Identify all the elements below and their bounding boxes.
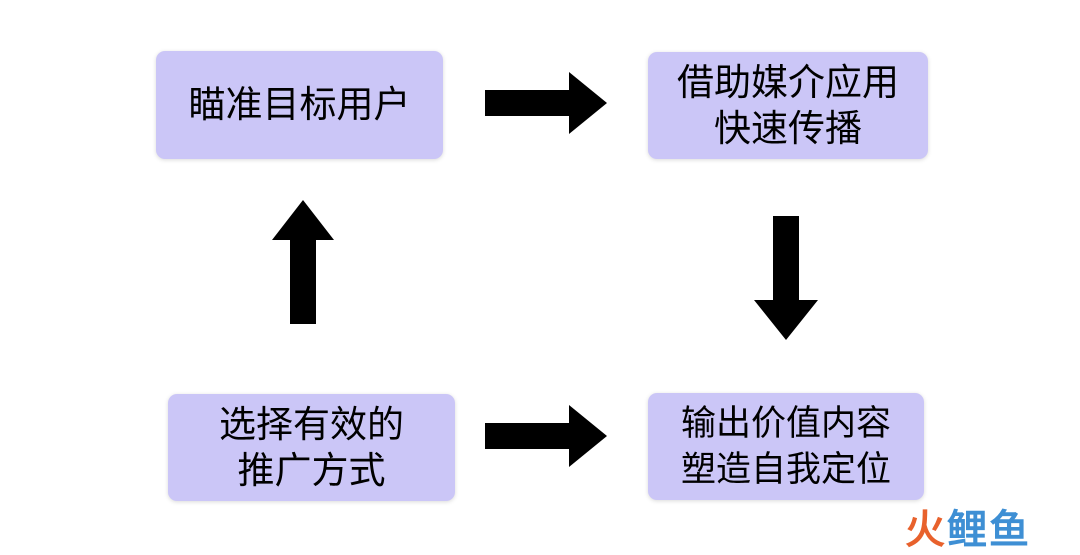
node-label: 快速传播 <box>714 106 862 150</box>
node-label: 塑造自我定位 <box>680 449 891 490</box>
watermark-logo: 火鲤鱼 <box>905 508 1031 552</box>
arrow-right-icon <box>485 405 607 467</box>
arrow-up-icon <box>272 200 334 324</box>
node-label: 推广方式 <box>237 448 386 492</box>
arrow-right-icon <box>485 72 607 134</box>
node-label: 瞄准目标用户 <box>188 83 411 126</box>
node-aim-target-users: 瞄准目标用户 <box>156 51 443 159</box>
arrow-down-icon <box>754 216 818 340</box>
node-label: 选择有效的 <box>219 402 404 446</box>
watermark-part: 火 <box>905 507 947 553</box>
node-output-value: 输出价值内容 塑造自我定位 <box>648 393 924 500</box>
node-choose-promotion: 选择有效的 推广方式 <box>168 394 455 501</box>
watermark-part: 鲤鱼 <box>947 507 1031 553</box>
node-media-spread: 借助媒介应用 快速传播 <box>648 52 928 159</box>
node-label: 输出价值内容 <box>680 403 891 444</box>
node-label: 借助媒介应用 <box>677 60 899 104</box>
